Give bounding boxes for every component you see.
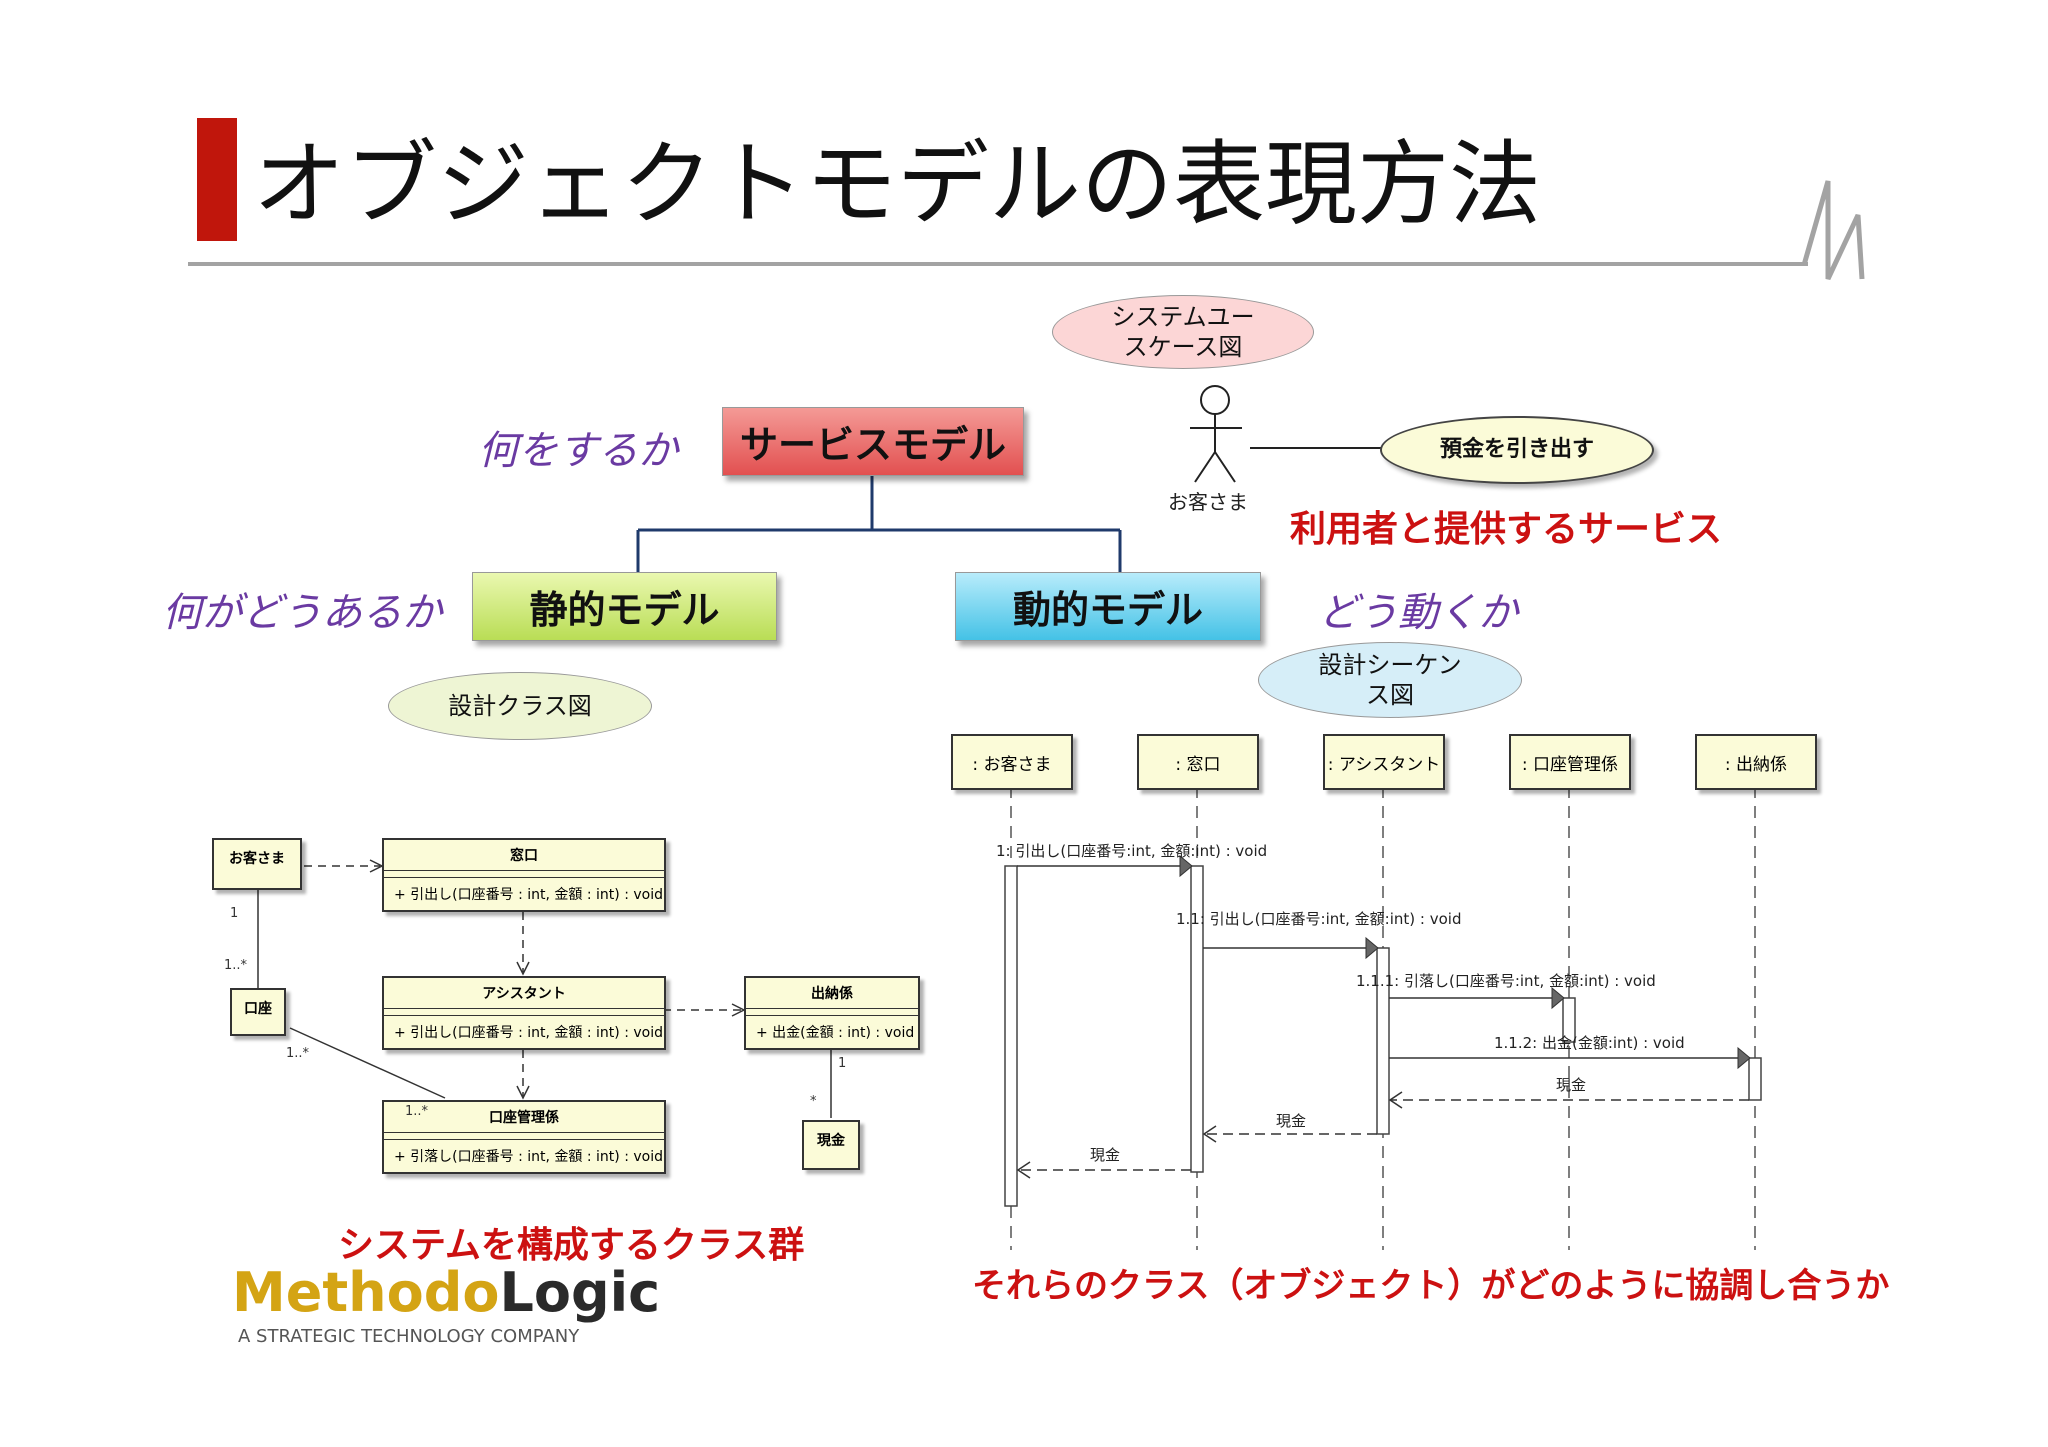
usecase-ellipse: 預金を引き出す [1380,416,1654,484]
dynamic-model-box: 動的モデル [955,572,1261,641]
class-assistant: アシスタント + 引出し(口座番号 : int, 金額 : int) : voi… [382,976,666,1050]
lifeline-manager: : 口座管理係 [1509,734,1631,790]
logo-tagline: A STRATEGIC TECHNOLOGY COMPANY [238,1326,580,1347]
class-assistant-op: + 引出し(口座番号 : int, 金額 : int) : void [394,1025,663,1041]
usecase-diagram-label: システムユー スケース図 [1052,295,1314,369]
return-2: 現金 [1276,1112,1307,1130]
page-title: オブジェクトモデルの表現方法 [253,131,1542,238]
question-how-moves: どう動くか [1318,590,1518,636]
class-customer: お客さま [212,838,302,890]
class-caption: システムを構成するクラス群 [338,1225,805,1266]
class-cashier-attrs [746,1009,918,1016]
message-1: 1: 引出し(口座番号:int, 金額:int) : void [996,842,1268,860]
class-counter-attrs [384,871,664,878]
message-1-1-1: 1.1.1: 引落し(口座番号:int, 金額:int) : void [1356,972,1656,990]
return-1: 現金 [1556,1076,1587,1094]
class-assistant-attrs [384,1009,664,1016]
lifeline-counter: : 窓口 [1137,734,1259,790]
class-manager-name: 口座管理係 [384,1102,664,1133]
mult-manager: 1..* [405,1104,429,1119]
class-manager: 口座管理係 + 引落し(口座番号 : int, 金額 : int) : void [382,1100,666,1174]
logo-part-1: Methodo [232,1261,500,1324]
title-accent-bar [197,118,237,241]
class-counter-name: 窓口 [384,840,664,871]
class-cashier-name: 出納係 [746,978,918,1009]
mult-cash: * [810,1094,817,1109]
mult-account-top: 1..* [224,958,248,973]
title-underline [188,262,1808,266]
sequence-diagram-label: 設計シーケン ス図 [1258,642,1522,718]
class-account: 口座 [230,988,286,1036]
decorative-m-mark [1801,180,1865,281]
mult-account-bottom: 1..* [286,1046,310,1061]
message-1-1-2: 1.1.2: 出金(金額:int) : void [1494,1034,1685,1052]
mult-customer: 1 [230,906,239,921]
lifeline-customer: : お客さま [951,734,1073,790]
lifeline-assistant: : アシスタント [1323,734,1445,790]
actor-label: お客さま [1168,490,1248,514]
class-counter-op: + 引出し(口座番号 : int, 金額 : int) : void [394,887,663,903]
question-how-exists: 何がどうあるか [162,590,442,636]
class-assistant-name: アシスタント [384,978,664,1009]
return-3: 現金 [1090,1146,1121,1164]
message-1-1: 1.1: 引出し(口座番号:int, 金額:int) : void [1176,910,1462,928]
usecase-caption: 利用者と提供するサービス [1290,509,1723,550]
mult-cashier: 1 [838,1056,847,1071]
sequence-caption: それらのクラス（オブジェクト）がどのように協調し合うか [972,1266,1890,1306]
class-manager-op: + 引落し(口座番号 : int, 金額 : int) : void [394,1149,663,1165]
static-model-box: 静的モデル [472,572,777,641]
service-model-box: サービスモデル [722,407,1024,476]
class-cashier-op: + 出金(金額 : int) : void [756,1025,915,1041]
class-manager-attrs [384,1133,664,1140]
class-diagram-label: 設計クラス図 [388,672,652,740]
lifeline-cashier: : 出納係 [1695,734,1817,790]
class-cashier: 出納係 + 出金(金額 : int) : void [744,976,920,1050]
question-what: 何をするか [478,428,678,474]
company-logo: MethodoLogic [232,1262,660,1324]
class-cash: 現金 [802,1120,860,1170]
logo-part-2: Logic [499,1261,661,1324]
class-counter: 窓口 + 引出し(口座番号 : int, 金額 : int) : void [382,838,666,912]
